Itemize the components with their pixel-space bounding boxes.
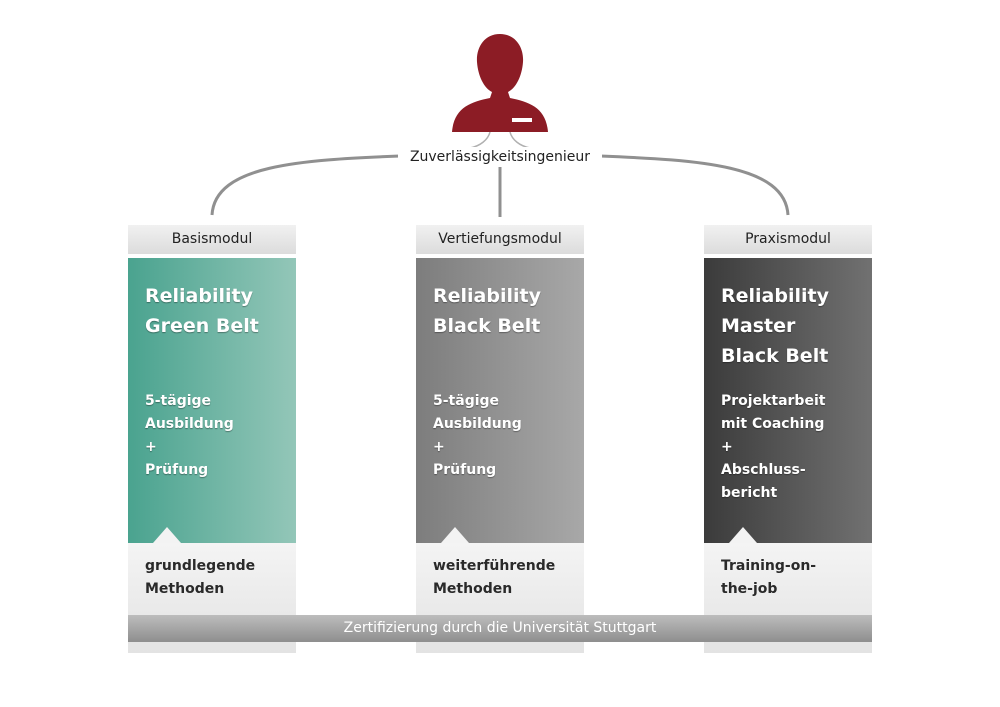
module-vertiefungsmodul: Vertiefungsmodul Reliability Black Belt …	[416, 225, 584, 653]
module-description: Projektarbeit mit Coaching + Abschluss- …	[721, 393, 826, 501]
module-title: Reliability Green Belt	[145, 285, 259, 337]
module-praxismodul: Praxismodul Reliability Master Black Bel…	[704, 225, 872, 653]
module-description: 5-tägige Ausbildung + Prüfung	[145, 393, 234, 478]
name-badge	[512, 118, 532, 122]
module-header: Vertiefungsmodul	[416, 225, 584, 254]
module-method: grundlegende Methoden	[145, 558, 256, 597]
person-icon	[452, 34, 548, 132]
module-description: 5-tägige Ausbildung + Prüfung	[433, 393, 522, 478]
module-title: Reliability Master Black Belt	[721, 285, 829, 367]
module-title: Reliability Black Belt	[433, 285, 541, 337]
module-header: Basismodul	[128, 225, 296, 254]
certification-bar: Zertifizierung durch die Universität Stu…	[128, 615, 872, 642]
role-label: Zuverlässigkeitsingenieur	[398, 147, 602, 167]
module-body: Reliability Master Black Belt Projektarb…	[704, 258, 872, 543]
connector-stub-right	[509, 131, 531, 149]
connector-stub-left	[469, 131, 491, 149]
module-header: Praxismodul	[704, 225, 872, 254]
pointer-arrow	[153, 527, 181, 543]
module-body: Reliability Green Belt 5-tägige Ausbildu…	[128, 258, 296, 543]
pointer-arrow	[441, 527, 469, 543]
module-method: Training-on- the-job	[721, 558, 817, 597]
pointer-arrow	[729, 527, 757, 543]
module-basismodul: Basismodul Reliability Green Belt 5-tägi…	[128, 225, 296, 653]
module-method: weiterführende Methoden	[433, 558, 556, 597]
connector-right	[599, 154, 790, 216]
module-body: Reliability Black Belt 5-tägige Ausbildu…	[416, 258, 584, 543]
connector-left	[210, 154, 401, 216]
